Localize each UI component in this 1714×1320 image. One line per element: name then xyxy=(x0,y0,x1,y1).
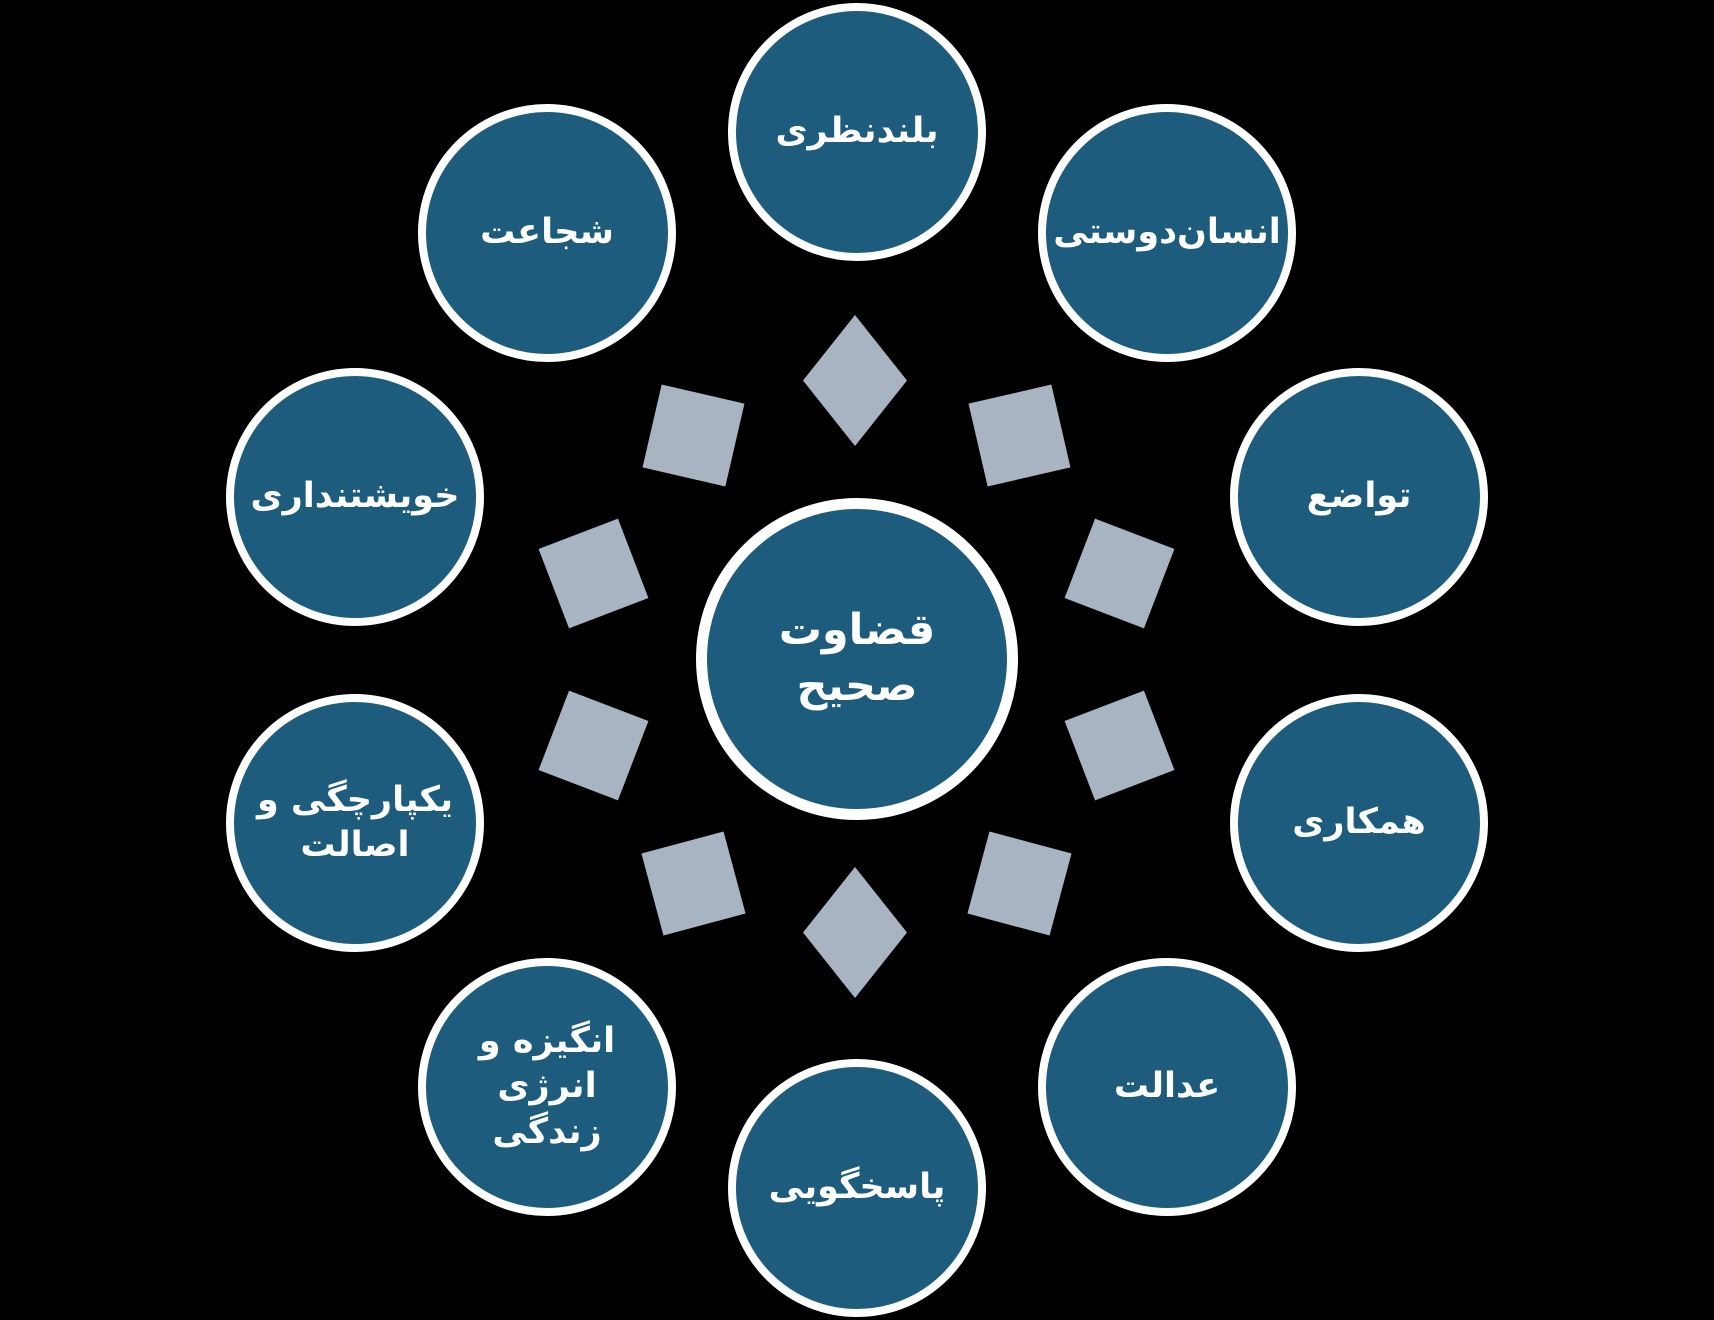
node-accountability-label: پاسخگویی xyxy=(768,1167,946,1208)
square-accent-left-lower xyxy=(538,690,649,801)
node-justice-label: عدالت xyxy=(1113,1066,1221,1107)
node-motivation-life-energy-label: انگیزه و انرژی زندگی xyxy=(478,1020,616,1152)
center-node-label: قضاوت صحیح xyxy=(778,605,936,711)
square-accent-bottom-right xyxy=(967,831,1072,936)
node-justice: عدالت xyxy=(1038,958,1296,1216)
node-courage: شجاعت xyxy=(418,104,676,362)
node-humility: تواضع xyxy=(1230,368,1488,626)
square-accent-right-lower xyxy=(1064,690,1175,801)
node-humility-label: تواضع xyxy=(1306,476,1412,517)
node-integrity-authenticity-label: یکپارچگی و اصالت xyxy=(256,779,453,866)
node-magnanimity-label: بلندنظری xyxy=(775,111,939,152)
node-self-restraint: خویشتنداری xyxy=(226,368,484,626)
node-integrity-authenticity: یکپارچگی و اصالت xyxy=(226,694,484,952)
diamond-accent-top xyxy=(803,315,907,446)
square-accent-left-upper xyxy=(538,518,649,629)
node-philanthropy-label: انسان‌دوستی xyxy=(1053,212,1281,253)
node-cooperation-label: همکاری xyxy=(1292,802,1426,843)
square-accent-bottom-left xyxy=(641,831,746,936)
node-accountability: پاسخگویی xyxy=(728,1059,986,1317)
node-cooperation: همکاری xyxy=(1230,694,1488,952)
square-accent-right-upper xyxy=(1064,518,1175,629)
diamond-accent-bottom xyxy=(803,867,907,998)
node-philanthropy: انسان‌دوستی xyxy=(1038,104,1296,362)
node-self-restraint-label: خویشتنداری xyxy=(250,476,460,517)
square-accent-top-right xyxy=(968,384,1071,487)
center-node-sound-judgment: قضاوت صحیح xyxy=(696,498,1018,820)
square-accent-top-left xyxy=(642,384,745,487)
node-motivation-life-energy: انگیزه و انرژی زندگی xyxy=(418,958,676,1216)
node-courage-label: شجاعت xyxy=(480,212,614,253)
node-magnanimity: بلندنظری xyxy=(728,3,986,261)
